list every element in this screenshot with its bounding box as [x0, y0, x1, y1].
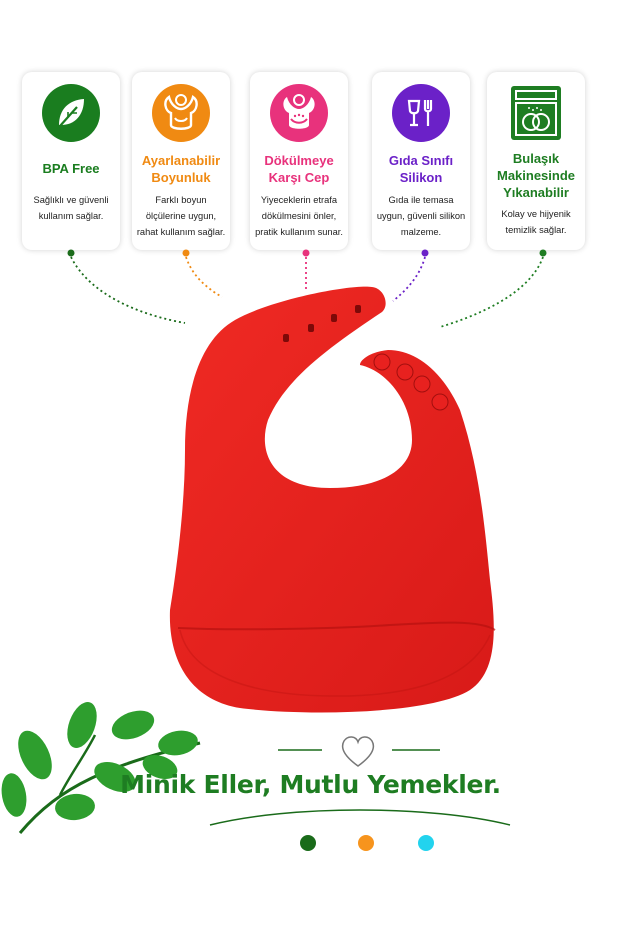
color-dot-orange — [358, 835, 374, 851]
color-dots — [0, 835, 621, 851]
leaf-icon — [42, 84, 100, 142]
color-dot-cyan — [418, 835, 434, 851]
bib-pocket-icon — [270, 84, 328, 142]
feature-card-spill-pocket: Dökülmeye Karşı Cep Yiyeceklerin etrafa … — [250, 72, 348, 250]
feature-card-food-grade: Gıda Sınıfı Silikon Gıda ile temasa uygu… — [372, 72, 470, 250]
feature-desc: Farklı boyun ölçülerine uygun, rahat kul… — [136, 195, 226, 237]
fork-glass-icon — [392, 84, 450, 142]
feature-title: BPA Free — [42, 161, 100, 176]
feature-title: Bulaşık Makinesinde Yıkanabilir — [496, 151, 576, 200]
heart-divider — [278, 736, 440, 767]
bib-adjust-icon — [152, 84, 210, 142]
feature-title: Gıda Sınıfı Silikon — [388, 153, 454, 185]
feature-desc: Kolay ve hijyenik temizlik sağlar. — [501, 209, 571, 235]
feature-desc: Sağlıklı ve güvenli kullanım sağlar. — [33, 195, 109, 221]
feature-card-bpa-free: BPA Free Sağlıklı ve güvenli kullanım sa… — [22, 72, 120, 250]
feature-desc: Yiyeceklerin etrafa dökülmesini önler, p… — [255, 195, 343, 237]
leaves-decoration — [1, 702, 201, 834]
dishwasher-icon — [507, 84, 565, 142]
product-bib-image — [169, 286, 496, 713]
connector-lines — [67, 249, 547, 328]
color-dot-green — [300, 835, 316, 851]
feature-title: Dökülmeye Karşı Cep — [264, 153, 334, 185]
tagline: Minik Eller, Mutlu Yemekler. — [120, 770, 501, 799]
feature-card-dishwasher: Bulaşık Makinesinde Yıkanabilir Kolay ve… — [487, 72, 585, 250]
feature-desc: Gıda ile temasa uygun, güvenli silikon m… — [376, 195, 466, 237]
feature-card-adjustable-neck: Ayarlanabilir Boyunluk Farklı boyun ölçü… — [132, 72, 230, 250]
tagline-arc — [209, 809, 511, 826]
feature-title: Ayarlanabilir Boyunluk — [141, 153, 221, 185]
